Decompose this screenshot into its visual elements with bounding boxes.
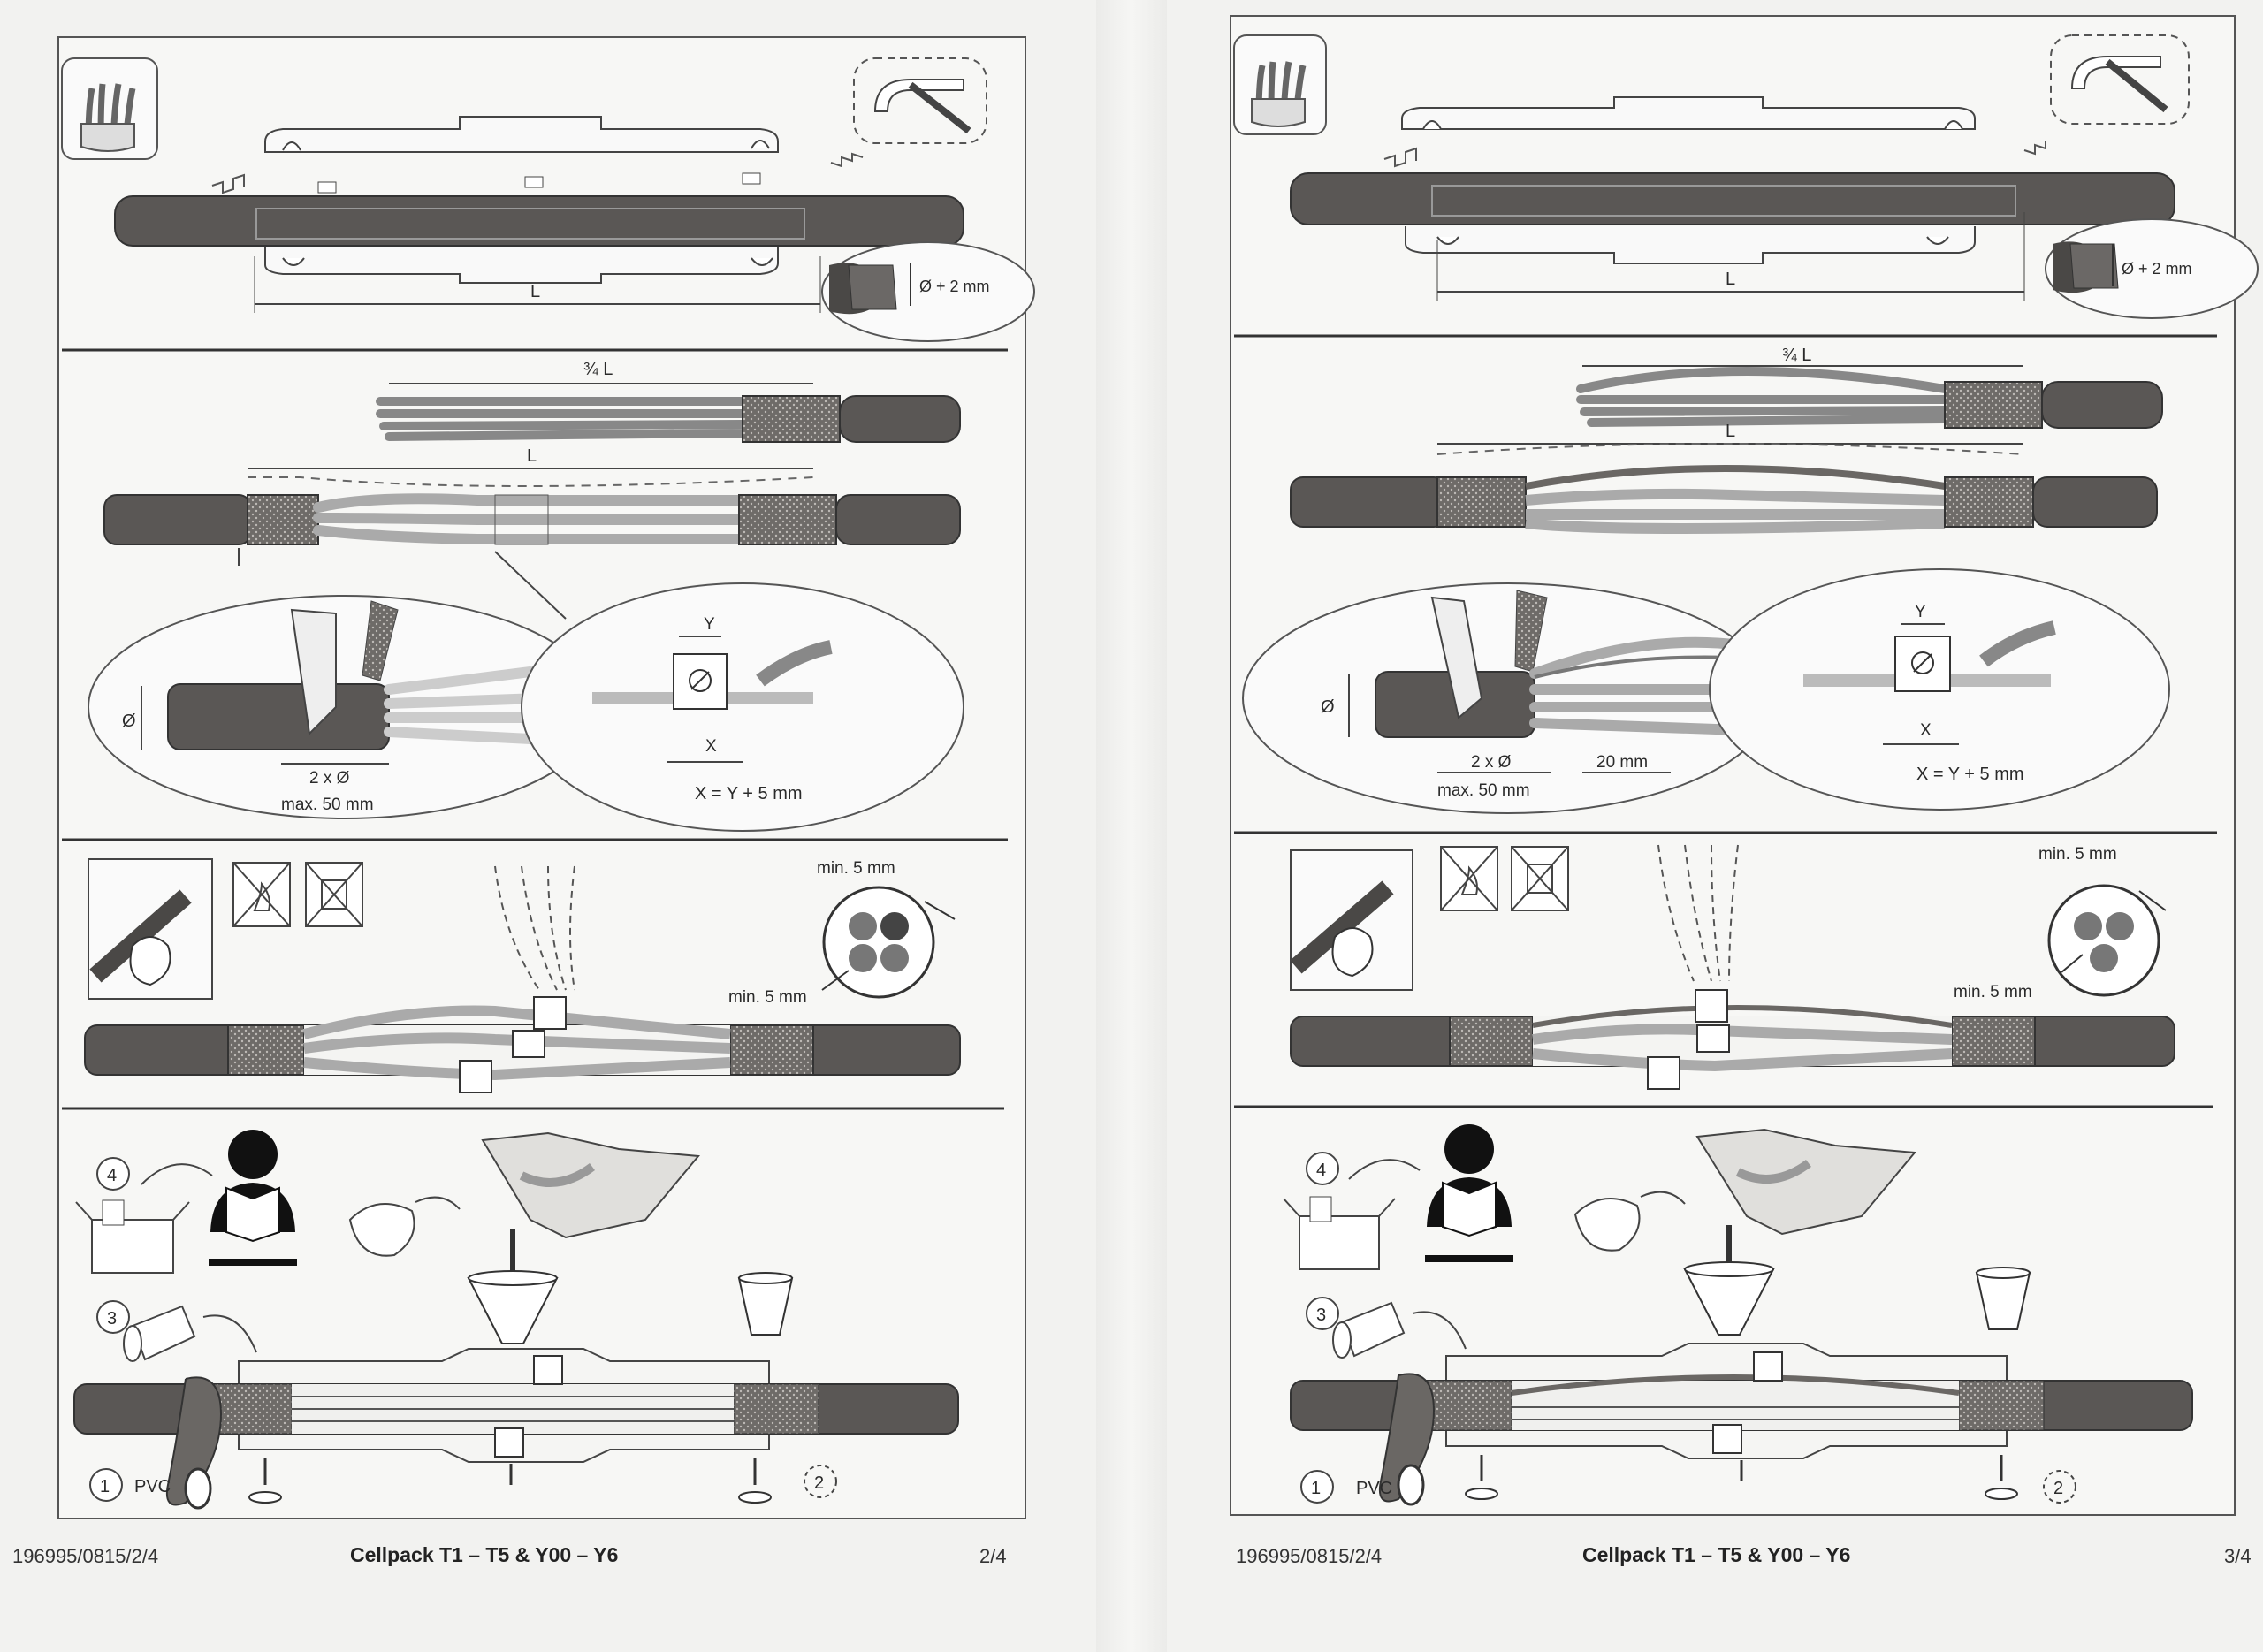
pvc-label: PVC bbox=[134, 1477, 171, 1496]
page-2-diagrams: L Ø + 2 mm ¾ L L bbox=[57, 36, 1035, 1519]
dim-diameter: Ø bbox=[122, 712, 136, 731]
dim-X: X bbox=[1920, 721, 1932, 740]
pvc-tape-roll-icon bbox=[166, 1376, 223, 1510]
min5-bottom: min. 5 mm bbox=[728, 988, 807, 1007]
dim-2x: 2 x Ø bbox=[1471, 753, 1512, 772]
resin-bag-icon bbox=[1695, 1128, 1916, 1236]
connector-detail: Y X X = Y + 5 mm bbox=[521, 582, 964, 832]
hand-tape-icon bbox=[88, 858, 213, 1000]
tape-wrap-detail: Ø 2 x Ø max. 50 mm 20 mm bbox=[1242, 582, 1774, 814]
gloves-icon bbox=[1573, 1191, 1686, 1252]
step-3: 3 bbox=[107, 1309, 117, 1328]
gloves-icon bbox=[348, 1196, 461, 1257]
cable-end-cap-icon: Ø + 2 mm bbox=[2045, 218, 2259, 319]
no-heat-icon bbox=[305, 862, 363, 927]
terminal-icon bbox=[673, 653, 728, 710]
min5-bottom: min. 5 mm bbox=[1954, 983, 2032, 1001]
dim-max50: max. 50 mm bbox=[281, 796, 374, 814]
footer-page-number: 2/4 bbox=[979, 1545, 1007, 1567]
step-4: 4 bbox=[107, 1166, 117, 1185]
footer-title: Cellpack T1 – T5 & Y00 – Y6 bbox=[1582, 1543, 1851, 1566]
funnel-icon bbox=[467, 1270, 559, 1344]
cable-cores-icon bbox=[1233, 34, 1327, 135]
footer-title: Cellpack T1 – T5 & Y00 – Y6 bbox=[350, 1543, 619, 1566]
dim-max50: max. 50 mm bbox=[1437, 781, 1530, 800]
section-3-connecting: min. 5 mm min. 5 mm bbox=[1290, 844, 2175, 1090]
page-gutter bbox=[1096, 0, 1167, 1652]
page-3-diagrams: L Ø + 2 mm ¾ L L bbox=[1230, 15, 2259, 1516]
section-1-shell-sizing: L Ø + 2 mm bbox=[1290, 34, 2259, 319]
section-1-shell-sizing: L Ø + 2 mm bbox=[114, 57, 1035, 342]
dim-three-quarter-L: ¾ L bbox=[583, 360, 613, 379]
shell-cap-icon bbox=[123, 1305, 196, 1362]
dim-three-quarter-L: ¾ L bbox=[1782, 346, 1811, 365]
bracket-icon bbox=[853, 57, 987, 144]
cable-cross-section-icon: min. 5 mm min. 5 mm bbox=[1954, 845, 2167, 1001]
no-heat-icon bbox=[1511, 846, 1569, 911]
resin-bag-icon bbox=[481, 1131, 700, 1239]
dim-Y: Y bbox=[1915, 603, 1926, 621]
cable-cross-section-icon: min. 5 mm min. 5 mm bbox=[728, 859, 956, 1007]
open-box-icon bbox=[1283, 1196, 1396, 1270]
section-4-casting: 4 3 bbox=[1283, 1124, 2193, 1506]
tape-wrap-detail: Ø 2 x Ø max. 50 mm bbox=[88, 595, 602, 819]
section-4-casting: 4 3 bbox=[73, 1130, 959, 1510]
dim-L: L bbox=[1726, 270, 1735, 289]
cable-end-cap-icon: Ø + 2 mm bbox=[821, 241, 1035, 342]
person-reading-icon bbox=[1425, 1124, 1513, 1262]
pvc-tape-roll-icon bbox=[1379, 1373, 1436, 1506]
formula: X = Y + 5 mm bbox=[695, 784, 803, 803]
step-1: 1 bbox=[1311, 1479, 1321, 1498]
step-2: 2 bbox=[2053, 1479, 2063, 1498]
dim-20mm: 20 mm bbox=[1596, 753, 1648, 772]
cable-cores-icon bbox=[61, 57, 158, 160]
step-4: 4 bbox=[1316, 1161, 1326, 1180]
funnel-icon bbox=[1683, 1261, 1775, 1336]
pvc-label: PVC bbox=[1356, 1479, 1392, 1498]
dim-L2: L bbox=[527, 446, 537, 466]
dim-clearance: Ø + 2 mm bbox=[2122, 260, 2192, 278]
formula: X = Y + 5 mm bbox=[1916, 765, 2024, 784]
dim-Y: Y bbox=[704, 615, 715, 634]
person-reading-icon bbox=[209, 1130, 297, 1266]
section-2-stripping: ¾ L L Ø 2 x Ø max. 50 mm bbox=[88, 360, 964, 832]
step-2: 2 bbox=[814, 1473, 824, 1493]
step-1: 1 bbox=[100, 1477, 110, 1496]
instruction-page-3: L Ø + 2 mm ¾ L L bbox=[1167, 0, 2263, 1652]
step-3: 3 bbox=[1316, 1306, 1326, 1325]
dim-X: X bbox=[705, 737, 717, 756]
open-box-icon bbox=[75, 1199, 190, 1274]
section-2-stripping: ¾ L L Ø 2 x Ø max. 50 mm 20 mm bbox=[1242, 346, 2170, 814]
section-3-connecting: min. 5 mm min. 5 mm bbox=[84, 858, 961, 1093]
hand-tape-icon bbox=[1290, 849, 1413, 991]
shell-cap-icon bbox=[1332, 1301, 1406, 1359]
dim-2x: 2 x Ø bbox=[309, 769, 350, 788]
bracket-icon bbox=[2050, 34, 2190, 125]
dim-L: L bbox=[530, 282, 540, 301]
no-flame-icon bbox=[232, 862, 291, 927]
instruction-page-2: L Ø + 2 mm ¾ L L bbox=[0, 0, 1096, 1652]
min5-top: min. 5 mm bbox=[2038, 845, 2117, 864]
footer-doc-id: 196995/0815/2/4 bbox=[1236, 1545, 1383, 1567]
min5-top: min. 5 mm bbox=[817, 859, 895, 878]
footer-doc-id: 196995/0815/2/4 bbox=[12, 1545, 159, 1567]
dim-clearance: Ø + 2 mm bbox=[919, 278, 990, 295]
connector-detail: Y X X = Y + 5 mm bbox=[1709, 568, 2170, 811]
dim-L2: L bbox=[1726, 422, 1735, 441]
footer-page-number: 3/4 bbox=[2224, 1545, 2252, 1567]
dim-diameter: Ø bbox=[1321, 697, 1335, 717]
no-flame-icon bbox=[1440, 846, 1498, 911]
